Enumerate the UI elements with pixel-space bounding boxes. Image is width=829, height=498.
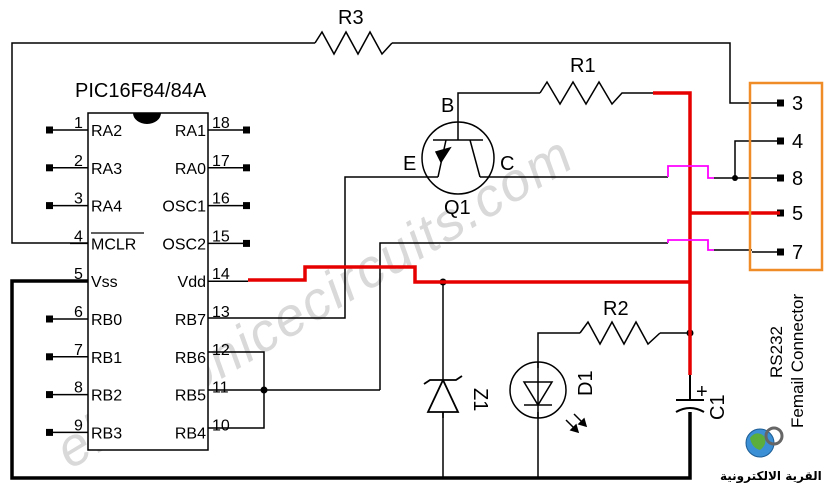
ic-pin-number: 15 [212,228,230,245]
pic-ic: PIC16F84/84A [75,80,209,451]
ic-pin-number: 7 [74,342,83,359]
ic-pin-terminal [46,126,53,134]
ic-pin-number: 4 [74,228,83,245]
ic-pin-terminal [46,164,53,172]
z1-label: Z1 [469,388,491,411]
ic-pin-number: 14 [212,266,230,283]
ic-pin-terminal [243,164,250,172]
ic-pin-number: 9 [74,417,83,434]
ic-pin-stubs [46,126,250,436]
led-d1 [509,361,588,434]
ic-title: PIC16F84/84A [75,80,207,102]
ic-pin-name: RB6 [175,350,206,367]
ic-pin-name: RB1 [91,350,122,367]
ic-pin-number: 17 [212,153,230,170]
connector-label-line2: Femail Connector [788,293,807,428]
ic-pin-name: RB2 [91,388,122,405]
ic-pin-terminal [243,239,250,247]
transistor-q1 [421,121,495,195]
connector-pin-number: 8 [792,168,803,190]
ic-pin-name: OSC1 [162,199,206,216]
ic-left-pins: 1 RA2 2 RA3 3 RA4 4 MCLR 5 Vss 6 RB0 7 RB1 8 RB2 9 RB3 [74,115,136,442]
power-wires [248,91,752,375]
ic-pin-name: RA2 [91,123,122,140]
connector-pin-terminal [777,248,784,256]
ground-wire-thick [10,279,692,480]
connector-pin-number: 3 [792,93,803,115]
ic-pin-name: RA3 [91,161,122,178]
ic-pin-name: RB7 [175,312,206,329]
ic-pin-name: Vss [91,274,118,291]
connector-pins: 3 4 8 5 7 [752,93,803,264]
zener-z1 [423,375,463,418]
ic-right-pins: 18RA117RA016OSC115OSC214Vdd13RB712RB611R… [162,115,229,442]
resistor-r1 [539,80,653,106]
ic-pin-number: 3 [74,191,83,208]
ic-pin-name: Vdd [178,274,206,291]
ic-pin-name: OSC2 [162,236,206,253]
ic-pin-number: 8 [74,380,83,397]
crossover-jumpers [667,165,714,251]
q1-label: Q1 [444,197,471,219]
capacitor-c1 [675,375,705,413]
r1-label: R1 [570,55,596,77]
ic-pin-number: 13 [212,304,230,321]
connector-pin-number: 4 [792,131,803,153]
ic-pin-number: 12 [212,342,230,359]
connector-pin-terminal [777,174,784,182]
r3-label: R3 [338,7,364,29]
ic-pin-terminal [46,353,53,361]
c1-plus-label: + [696,381,708,403]
connector-pin-terminal [777,99,784,107]
connector-pin-number: 5 [792,203,803,225]
ic-pin-number: 11 [212,380,229,397]
ic-pin-name: RB3 [91,425,122,442]
site-logo: القرية الالكترونية [720,426,822,484]
ic-pin-terminal [46,428,53,436]
ic-pin-terminal [46,202,53,210]
q1-emitter-label: E [403,153,416,175]
resistor-r3 [314,30,393,56]
d1-label: D1 [575,370,597,396]
ic-pin-terminal [46,315,53,323]
q1-collector-label: C [500,153,514,175]
ic-pin-name: RA0 [175,161,206,178]
ic-pin-number: 6 [74,304,83,321]
resistor-r2 [579,320,661,346]
logo-text: القرية الالكترونية [720,469,822,484]
ic-pin-number: 1 [74,115,83,132]
rs232-connector-box [748,81,824,272]
connector-pin-terminal [777,137,784,145]
ic-pin-terminal [46,391,53,399]
q1-base-label: B [441,95,454,117]
ic-pin-number: 16 [212,191,230,208]
ic-pin-name: MCLR [91,236,136,253]
ic-notch [133,113,161,124]
r2-label: R2 [603,298,629,320]
ic-pin-number: 5 [74,266,83,283]
ic-pin-name: RB5 [175,388,206,405]
ic-pin-name: RA1 [175,123,206,140]
ic-pin-terminal [243,126,250,134]
ic-pin-name: RB4 [175,425,206,442]
ic-pin-number: 18 [212,115,230,132]
ic-pin-number: 2 [74,153,83,170]
connector-label-line1: RS232 [767,326,786,378]
connector-pin-terminal [777,209,784,217]
c1-label: C1 [707,394,729,420]
ic-pin-name: RA4 [91,199,122,216]
connector-pin-number: 7 [792,242,803,264]
ic-pin-name: RB0 [91,312,122,329]
ic-pin-terminal [243,202,250,210]
ic-pin-number: 10 [212,417,230,434]
